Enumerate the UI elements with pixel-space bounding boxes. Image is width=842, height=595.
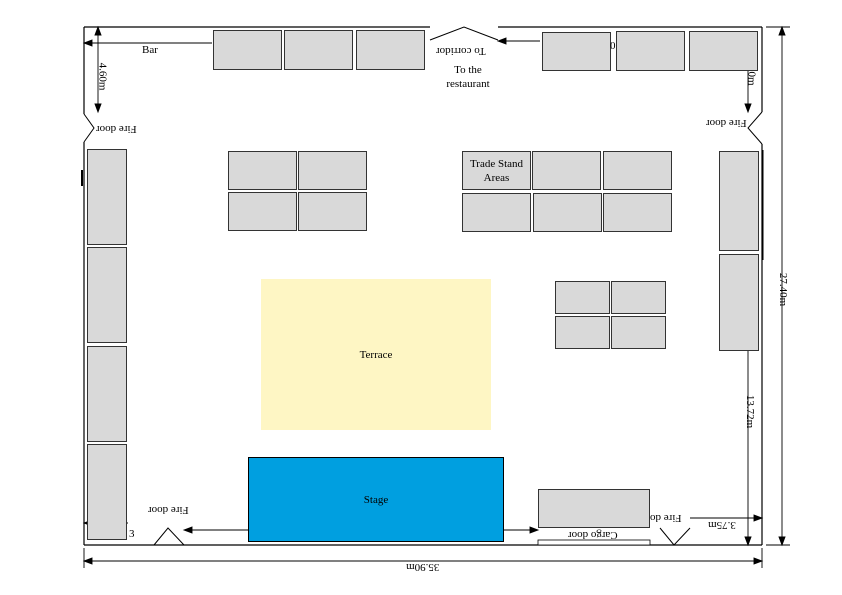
stand-block-b-3: [603, 151, 672, 190]
stand-top-1: [213, 30, 282, 70]
stand-left-2: [87, 247, 127, 343]
stand-top-6: [689, 31, 758, 71]
fire-door-left-label: Fire door: [96, 123, 137, 135]
stand-top-3: [356, 30, 425, 70]
to-corridor-label: To corridor: [436, 45, 486, 57]
corridor-door: [429, 26, 499, 41]
stand-block-c-2: [611, 281, 666, 314]
fire-door-right: [747, 111, 763, 145]
stage-label: Stage: [363, 493, 389, 506]
bar-label: Bar: [142, 44, 158, 56]
cargo-door-label: Cargo door: [568, 529, 618, 541]
fire-door-bottom-left-label: Fire door: [148, 504, 189, 516]
left-top-dim-label: 4.60m: [96, 62, 109, 91]
stand-block-b-1: Trade Stand Areas: [462, 151, 531, 190]
stand-top-5: [616, 31, 685, 71]
stand-block-b-5: [533, 193, 602, 232]
stand-top-2: [284, 30, 353, 70]
stand-block-b-2: [532, 151, 601, 190]
stand-right-1: [719, 151, 759, 251]
fire-door-bottom-right: [659, 527, 691, 546]
bottom-right-dim-label: 3.75m: [708, 519, 736, 531]
stand-block-b-6: [603, 193, 672, 232]
terrace-label: Terrace: [359, 348, 393, 361]
width-total-label: 35.90m: [406, 561, 440, 573]
to-restaurant-label: To the restaurant: [446, 64, 490, 90]
stand-left-3: [87, 346, 127, 442]
right-top-dim-label: 0m: [745, 71, 758, 86]
outer-walls: [83, 26, 763, 546]
stand-left-1: [87, 149, 127, 245]
fire-door-bottom-left: [153, 527, 185, 546]
stand-block-c-4: [611, 316, 666, 349]
stand-block-a-2: [298, 151, 367, 190]
fire-door-right-label: Fire door: [706, 117, 747, 129]
stand-block-c-3: [555, 316, 610, 349]
cargo-stand: [538, 489, 650, 528]
stand-top-4: [542, 32, 611, 71]
height-total-label: 27.40m: [777, 272, 790, 307]
stand-block-a-3: [228, 192, 297, 231]
fire-door-bottom-right-label: Fire do: [650, 512, 682, 524]
stand-left-4: [87, 444, 127, 540]
fire-door-left: [83, 113, 95, 143]
stand-block-a-1: [228, 151, 297, 190]
stand-block-c-1: [555, 281, 610, 314]
stage-area: Stage: [248, 457, 504, 542]
stand-block-a-4: [298, 192, 367, 231]
bottom-left-dim-label: 3: [129, 528, 135, 540]
right-mid-dim-label: 13.72m: [744, 394, 757, 429]
trade-stand-areas-label: Trade Stand Areas: [469, 157, 524, 184]
stand-right-2: [719, 254, 759, 351]
stand-block-b-4: [462, 193, 531, 232]
top-mid-dim-label: 0: [610, 40, 616, 52]
terrace-area: Terrace: [261, 279, 491, 430]
